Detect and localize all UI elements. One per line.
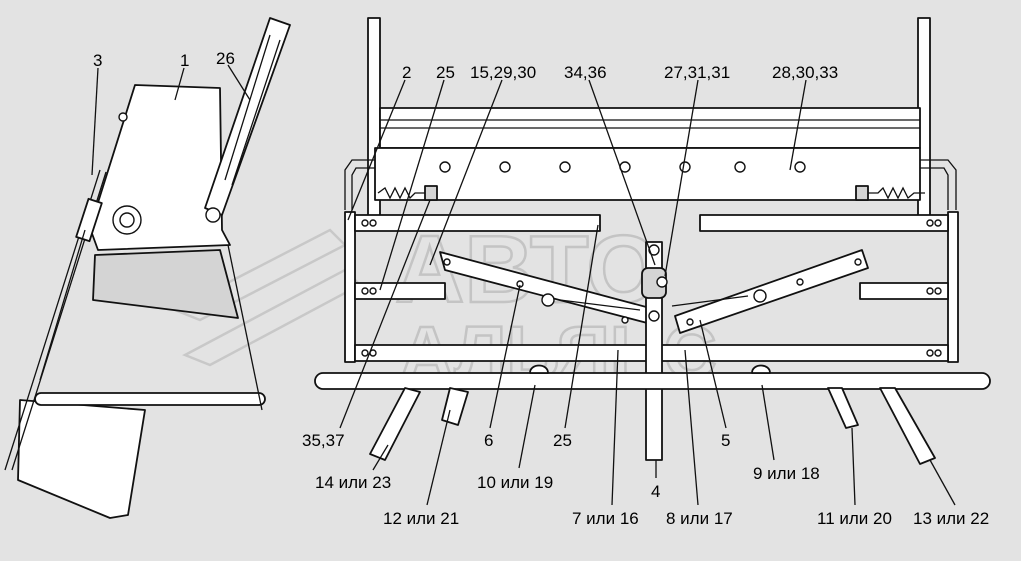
callout-25-bottom: 25: [553, 431, 572, 450]
callout-27-31-31: 27,31,31: [664, 63, 730, 82]
side-view: [4, 17, 291, 519]
leader-lines: [91, 64, 956, 506]
callout-2: 2: [402, 63, 411, 82]
callout-7-or-16: 7 или 16: [572, 509, 639, 528]
callout-15-29-30: 15,29,30: [470, 63, 536, 82]
chute-part: [17, 399, 146, 519]
left-spring: [377, 186, 425, 200]
bottom-rail: [314, 372, 991, 390]
bolt-plate: [374, 147, 921, 201]
front-view: [314, 17, 991, 465]
callout-6: 6: [484, 431, 493, 450]
side-bottom-bar: [34, 392, 266, 406]
strap-right: [674, 249, 869, 334]
callout-3: 3: [93, 51, 102, 70]
callout-14-or-23: 14 или 23: [315, 473, 391, 492]
callout-labels: 3 1 26 2 25 15,29,30 34,36 27,31,31 28,3…: [93, 49, 989, 528]
callout-10-or-19: 10 или 19: [477, 473, 553, 492]
callout-1: 1: [180, 51, 189, 70]
left-upright: [344, 211, 356, 363]
callout-4: 4: [651, 482, 660, 501]
callout-5: 5: [721, 431, 730, 450]
callout-8-or-17: 8 или 17: [666, 509, 733, 528]
bar-upper-left: [354, 214, 601, 232]
callout-13-or-22: 13 или 22: [913, 509, 989, 528]
callout-25-top: 25: [436, 63, 455, 82]
right-upright: [947, 211, 959, 363]
callout-12-or-21: 12 или 21: [383, 509, 459, 528]
callout-11-or-20: 11 или 20: [817, 509, 892, 528]
callout-34-36: 34,36: [564, 63, 607, 82]
callout-9-or-18: 9 или 18: [753, 464, 820, 483]
lever-part: [204, 17, 291, 216]
callout-26: 26: [216, 49, 235, 68]
callout-28-30-33: 28,30,33: [772, 63, 838, 82]
right-spring: [865, 186, 925, 200]
bar-upper-right: [699, 214, 949, 232]
callout-35-37: 35,37: [302, 431, 345, 450]
side-plate-part: [89, 84, 231, 251]
side-block-part: [92, 249, 239, 319]
bolt-row: [439, 161, 806, 173]
